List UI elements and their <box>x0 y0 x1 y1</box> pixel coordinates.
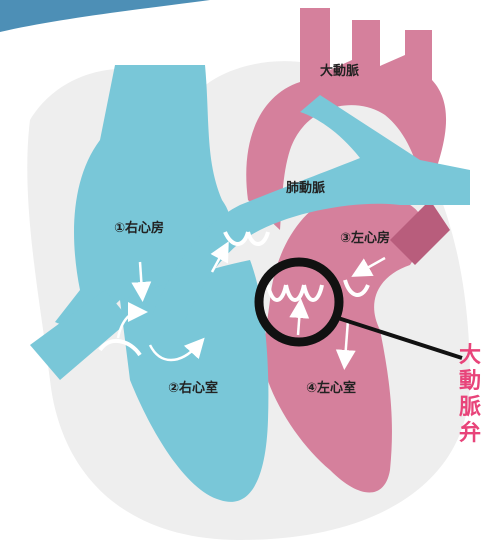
label-left-ventricle: ④左心室 <box>306 380 356 396</box>
label-right-atrium: ①右心房 <box>114 220 164 236</box>
corner-decoration <box>0 0 210 32</box>
callout-char: 弁 <box>459 421 484 447</box>
callout-char: 脈 <box>459 395 484 421</box>
label-left-atrium: ③左心房 <box>340 230 390 246</box>
callout-char: 大 <box>459 343 484 369</box>
aortic-valve-callout: 大 動 脈 弁 <box>459 343 484 447</box>
callout-char: 動 <box>459 369 484 395</box>
label-right-ventricle: ②右心室 <box>168 380 218 396</box>
label-aorta: 大動脈 <box>320 63 359 79</box>
label-pulmonary-artery: 肺動脈 <box>286 180 325 196</box>
